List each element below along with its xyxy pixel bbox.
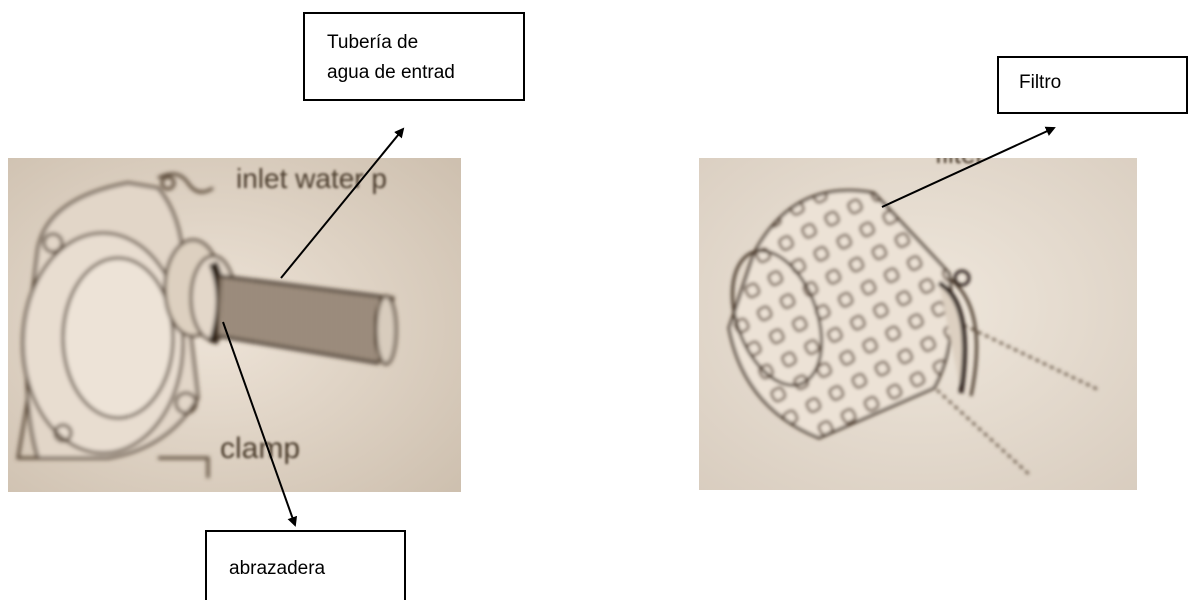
callout-inlet-water-pipe-line2: agua de entrad	[327, 62, 455, 83]
callout-filter-label: Filtro	[1019, 72, 1062, 93]
callout-clamp-label: abrazadera	[229, 558, 326, 579]
callout-clamp: abrazadera	[205, 530, 406, 600]
printed-label-clamp: clamp	[220, 432, 300, 465]
filter-illustration: filter	[699, 158, 1137, 490]
callout-inlet-water-pipe-line1: Tubería de	[327, 32, 419, 53]
callout-inlet-water-pipe: Tubería de agua de entrad	[303, 12, 525, 101]
pump-inlet-illustration: inlet water p clamp	[8, 158, 461, 492]
printed-label-inlet-water-pipe: inlet water p	[236, 163, 387, 194]
pump-inlet-photo: inlet water p clamp	[8, 158, 461, 492]
filter-photo: filter	[699, 158, 1137, 490]
callout-filter: Filtro	[997, 56, 1188, 114]
printed-label-filter: filter	[935, 158, 984, 169]
